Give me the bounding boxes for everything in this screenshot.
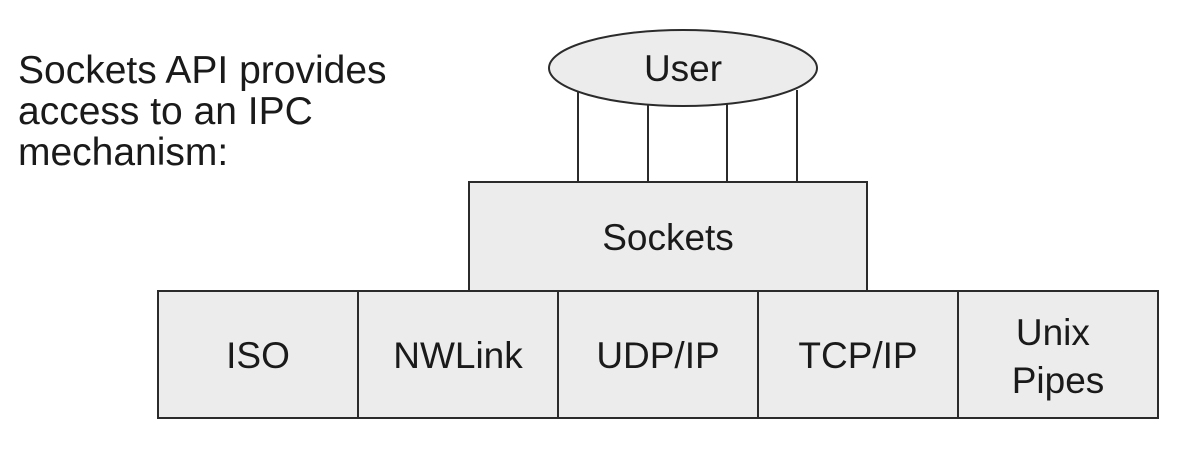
protocol-box-iso (157, 290, 359, 419)
user-node: User (548, 29, 818, 107)
user-ellipse (548, 29, 818, 107)
protocol-label-unix-pipes: Unix Pipes (1012, 312, 1105, 401)
sockets-box (468, 181, 868, 292)
caption-line-1: Sockets API provides (18, 49, 387, 92)
protocol-label-udp-ip: UDP/IP (596, 335, 719, 376)
protocol-box-tcp-ip (757, 290, 959, 419)
protocol-row: ISO NWLink UDP/IP TCP/IP Unix Pipes (157, 290, 1159, 419)
unix-pipes-line-2: Pipes (1012, 360, 1105, 401)
protocol-label-iso: ISO (226, 335, 290, 376)
caption-line-3: mechanism: (18, 131, 229, 174)
caption-line-2: access to an IPC (18, 90, 313, 133)
protocol-box-udp-ip (557, 290, 759, 419)
user-label: User (644, 48, 722, 89)
protocol-box-unix-pipes (957, 290, 1159, 419)
protocol-box-nwlink (357, 290, 559, 419)
protocol-label-tcp-ip: TCP/IP (798, 335, 917, 376)
unix-pipes-line-1: Unix (1016, 312, 1091, 353)
protocol-label-nwlink: NWLink (393, 335, 523, 376)
caption-text: Sockets API provides access to an IPC me… (18, 50, 387, 173)
sockets-label: Sockets (602, 217, 734, 258)
sockets-node: Sockets (468, 181, 868, 292)
